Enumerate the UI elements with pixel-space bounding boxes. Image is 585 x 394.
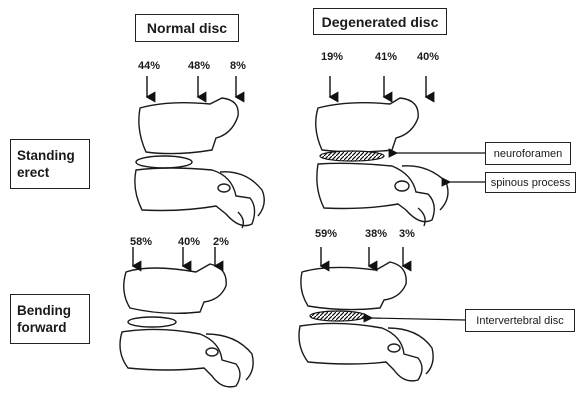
degenerated-disc-bending [310, 311, 366, 321]
pct-bending-degen-middle: 38% [365, 228, 387, 240]
pct-bending-normal-posterior: 2% [213, 236, 229, 248]
normal-disc-header: Normal disc [135, 14, 239, 42]
degenerated-disc-standing [320, 151, 384, 161]
pct-standing-degen-middle: 41% [375, 51, 397, 63]
pct-bending-normal-anterior: 58% [130, 236, 152, 248]
pct-bending-normal-middle: 40% [178, 236, 200, 248]
spinous-process-callout: spinous process [485, 172, 576, 193]
intervertebral-disc-callout: Intervertebral disc [465, 309, 575, 332]
pct-standing-normal-posterior: 8% [230, 60, 246, 72]
pct-standing-degen-posterior: 40% [417, 51, 439, 63]
neuroforamen-callout: neuroforamen [485, 142, 571, 165]
pct-bending-degen-posterior: 3% [399, 228, 415, 240]
pct-bending-degen-anterior: 59% [315, 228, 337, 240]
standing-label-line1: Standing [17, 147, 75, 164]
pct-standing-degen-anterior: 19% [321, 51, 343, 63]
degenerated-disc-header: Degenerated disc [313, 8, 447, 35]
bending-degenerated-vertebrae [299, 262, 433, 381]
standing-label-line2: erect [17, 164, 75, 181]
pct-standing-normal-anterior: 44% [138, 60, 160, 72]
standing-degenerated-vertebrae [316, 98, 448, 226]
bending-label-line2: forward [17, 319, 71, 336]
standing-normal-vertebrae [135, 98, 264, 228]
bending-label-line1: Bending [17, 302, 71, 319]
pct-standing-normal-middle: 48% [188, 60, 210, 72]
bending-normal-vertebrae [120, 264, 253, 387]
